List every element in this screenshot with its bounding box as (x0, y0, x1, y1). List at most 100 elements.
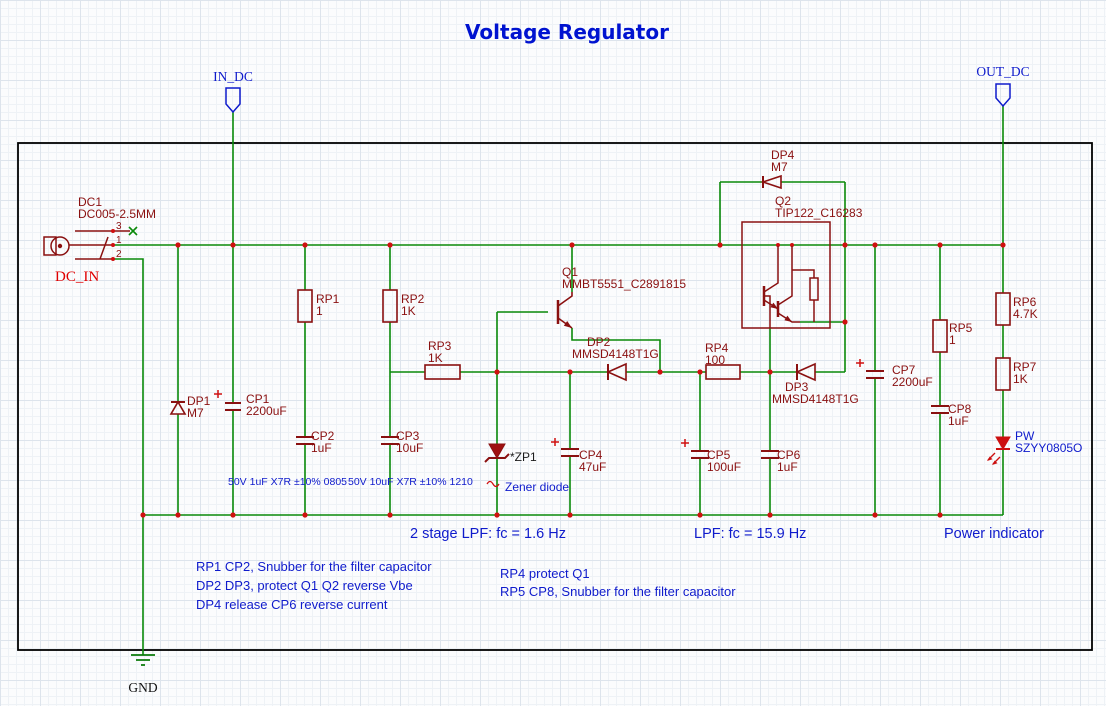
dp1-value: M7 (187, 406, 204, 420)
lpf-single-note: LPF: fc = 15.9 Hz (694, 526, 807, 542)
component-rp3[interactable] (424, 364, 461, 380)
component-rp5[interactable] (932, 319, 948, 353)
note-rp5: RP5 CP8, Snubber for the filter capacito… (500, 584, 736, 599)
cp6-ref: CP6 (777, 448, 801, 462)
component-cp4[interactable] (551, 438, 579, 457)
cp7-ref: CP7 (892, 363, 916, 377)
component-cp2[interactable] (296, 436, 314, 445)
component-cp5[interactable] (681, 439, 709, 459)
rp3-ref: RP3 (428, 339, 452, 353)
q2-ref: Q2 (775, 194, 792, 208)
wires (115, 106, 1004, 655)
rp6-ref: RP6 (1013, 295, 1037, 309)
component-cp6[interactable] (761, 450, 779, 459)
note-dp2: DP2 DP3, protect Q1 Q2 reverse Vbe (196, 578, 413, 593)
rp1-value: 1 (316, 304, 323, 318)
dp4-ref: DP4 (771, 148, 795, 162)
dp3-ref: DP3 (785, 380, 809, 394)
net-label-gnd[interactable]: GND (128, 680, 158, 695)
q1-value: MMBT5551_C2891815 (562, 277, 687, 291)
zp1-ref: *ZP1 (510, 450, 537, 464)
component-cp3[interactable] (381, 436, 399, 445)
cp2-ref: CP2 (311, 429, 335, 443)
net-label-in-dc[interactable]: IN_DC (213, 69, 253, 84)
net-label-out-dc[interactable]: OUT_DC (976, 64, 1030, 79)
dp3-value: MMSD4148T1G (772, 392, 859, 406)
component-dp4[interactable] (760, 174, 782, 190)
dp4-value: M7 (771, 160, 788, 174)
component-cp1[interactable] (214, 390, 241, 411)
rp4-ref: RP4 (705, 341, 729, 355)
component-rp1[interactable] (297, 289, 313, 323)
rp4-value: 100 (705, 353, 726, 367)
cp4-ref: CP4 (579, 448, 603, 462)
page-title: Voltage Regulator (465, 20, 669, 44)
q1-ref: Q1 (562, 265, 579, 279)
plus-marker (551, 438, 559, 446)
cp8-value: 1uF (948, 414, 969, 428)
cap-note-1: 50V 1uF X7R ±10% 0805 (228, 476, 348, 488)
rp5-ref: RP5 (949, 321, 973, 335)
zener-note: Zener diode (505, 480, 570, 494)
pw-value: SZYY0805O (1015, 441, 1083, 455)
cp1-ref: CP1 (246, 392, 270, 406)
component-rp7[interactable] (995, 357, 1011, 391)
dc1-value: DC005-2.5MM (78, 207, 157, 221)
cp6-value: 1uF (777, 460, 798, 474)
component-rp4[interactable] (705, 364, 741, 380)
dc1-pin-1: 1 (116, 235, 122, 246)
rp5-value: 1 (949, 333, 956, 347)
component-pw-led[interactable] (987, 436, 1011, 465)
component-cp8[interactable] (931, 405, 949, 414)
component-rp2[interactable] (382, 289, 398, 323)
q2-value: TIP122_C16283 (775, 206, 863, 220)
rp6-value: 4.7K (1013, 307, 1038, 321)
dc1-pin-2: 2 (116, 249, 122, 260)
net-flag-out-dc[interactable] (995, 83, 1011, 108)
plus-marker (856, 359, 864, 367)
cap-note-2: 50V 10uF X7R ±10% 1210 (348, 476, 473, 488)
component-dc1[interactable] (43, 229, 130, 261)
rp3-value: 1K (428, 351, 443, 365)
note-rp1: RP1 CP2, Snubber for the filter capacito… (196, 559, 432, 574)
component-dp3[interactable] (795, 362, 816, 382)
zener-marker (486, 480, 500, 488)
lpf-2stage-note: 2 stage LPF: fc = 1.6 Hz (410, 526, 566, 542)
cp5-ref: CP5 (707, 448, 731, 462)
dp2-ref: DP2 (587, 335, 611, 349)
component-q1[interactable] (556, 292, 573, 329)
junction-dots (140, 242, 1006, 518)
no-connect-x-icon (128, 226, 138, 236)
dp1-ref: DP1 (187, 394, 211, 408)
cp3-value: 10uF (396, 441, 424, 455)
note-rp4: RP4 protect Q1 (500, 566, 590, 581)
dc1-ref: DC1 (78, 195, 103, 209)
cp1-value: 2200uF (246, 404, 287, 418)
cp4-value: 47uF (579, 460, 607, 474)
rp2-ref: RP2 (401, 292, 425, 306)
component-dp1[interactable] (169, 400, 187, 415)
rp1-ref: RP1 (316, 292, 340, 306)
component-cp7[interactable] (856, 359, 884, 379)
plus-marker (214, 390, 222, 398)
rp7-value: 1K (1013, 372, 1028, 386)
dp2-value: MMSD4148T1G (572, 347, 659, 361)
component-zp1[interactable] (484, 443, 510, 488)
component-rp6[interactable] (995, 292, 1011, 326)
cp7-value: 2200uF (892, 375, 933, 389)
sheet-frame (17, 142, 1093, 651)
component-dp2[interactable] (606, 362, 627, 382)
cp8-ref: CP8 (948, 402, 972, 416)
note-dp4: DP4 release CP6 reverse current (196, 597, 388, 612)
plus-marker (681, 439, 689, 447)
net-flag-in-dc[interactable] (225, 87, 241, 114)
rp7-ref: RP7 (1013, 360, 1037, 374)
component-q2[interactable] (741, 221, 831, 329)
cp3-ref: CP3 (396, 429, 420, 443)
gnd-symbol[interactable] (131, 654, 155, 666)
dc1-pin-3: 3 (116, 221, 122, 232)
rp2-value: 1K (401, 304, 416, 318)
